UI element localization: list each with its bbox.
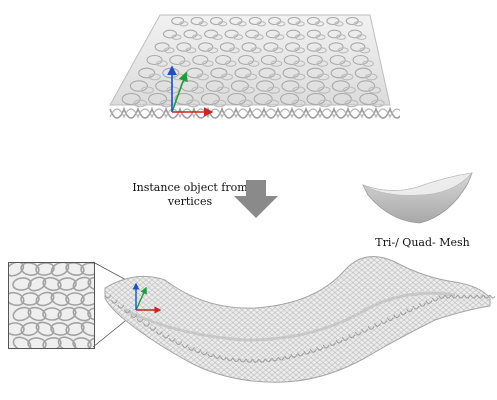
mesh-surface [360, 165, 475, 230]
down-arrow-icon [232, 180, 280, 220]
knit-unit-cell [100, 5, 400, 135]
step-label-line1: Instance object from [132, 181, 248, 194]
xyz-axes-icon-small [128, 280, 166, 316]
mesh-label: Tri-/ Quad- Mesh [375, 236, 470, 249]
xyz-axes-icon [160, 65, 220, 120]
y-axis-line [171, 71, 188, 113]
knitted-surface [95, 240, 495, 395]
zoom-detail [8, 262, 95, 349]
zoom-detail-graphic [9, 263, 94, 348]
knit-unit-cell-graphic [109, 14, 400, 119]
step-label-line2: vertices [167, 195, 213, 208]
step-label: Instance object from vertices [120, 181, 260, 209]
